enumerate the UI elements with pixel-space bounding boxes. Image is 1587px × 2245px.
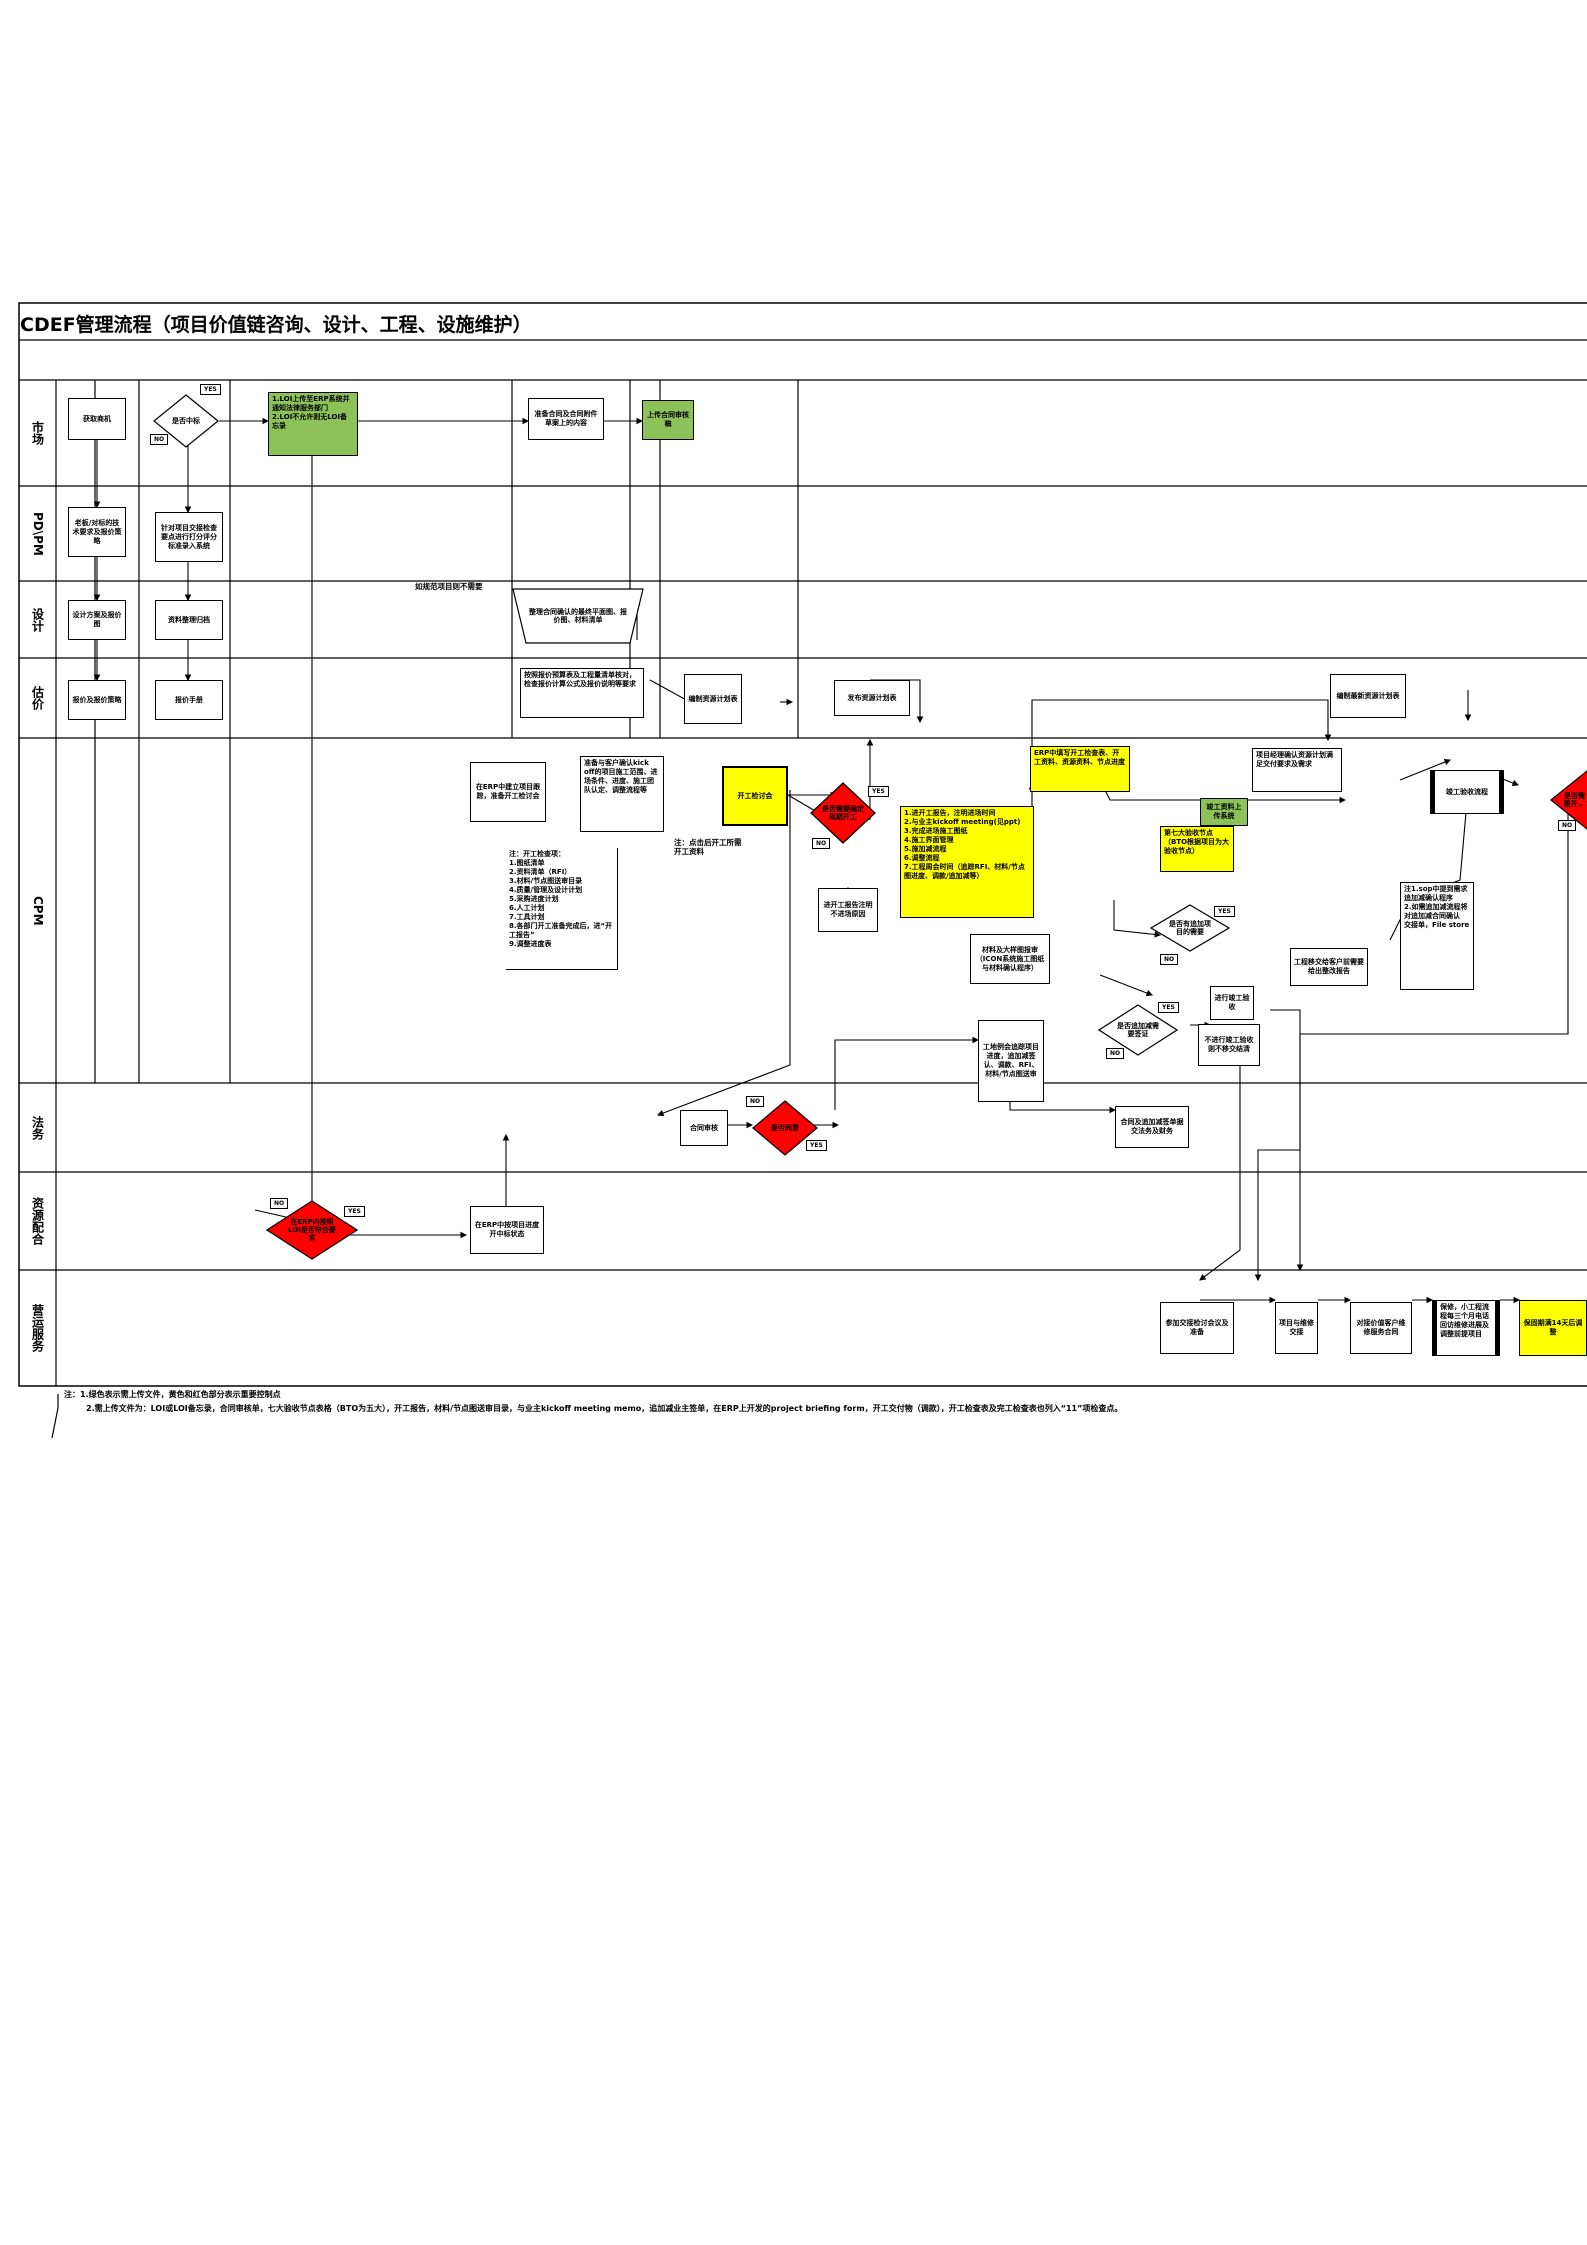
node-latest-resource: 编制最新资源计划表 (1330, 674, 1406, 718)
node-material-approval: 材料及大样图报审（ICON系统施工图纸与材料确认程序） (970, 934, 1050, 984)
decision-win-bid: 是否中标 (153, 394, 219, 448)
tag-no: NO (746, 1096, 765, 1107)
lane-label-pd-pm: PD\PM (31, 511, 45, 556)
decision-additional-project: 是否有追加项目的需要 (1150, 904, 1230, 952)
node-prepare-contract: 准备合同及合同附件草案上的内容 (528, 398, 604, 440)
decision-need-open: 是否需要开... (1550, 770, 1587, 830)
lane-label-cpm: CPM (31, 895, 45, 926)
node-archive: 资料整理归档 (155, 600, 223, 640)
node-completion-upload: 竣工资料上传系统 (1200, 798, 1248, 826)
node-seventh-acceptance: 第七大验收节点（BTO根据项目为大验收节点） (1160, 826, 1234, 872)
node-erp-project-tracking: 在ERP中建立项目跟踪，准备开工检讨会 (470, 762, 546, 822)
tag-yes: YES (1214, 906, 1235, 917)
node-get-opportunity: 获取商机 (68, 398, 126, 440)
footnote-line-1: 注：1.绿色表示需上传文件，黄色和红色部分表示重要控制点 (64, 1390, 281, 1399)
lane-label-resource: 资源配合 (30, 1197, 45, 1245)
node-site-meeting: 工地例会追踪项目进度，追加减签认、调款、RFI、材料/节点图送审 (978, 1020, 1044, 1102)
node-handover-scoring: 针对项目交接检查要点进行打分评分标准录入系统 (155, 512, 223, 562)
decision-agree: 是否同意 (752, 1100, 818, 1156)
note-standard-project: 如规范项目则不需要 (415, 582, 483, 591)
lane-label-legal: 法务 (30, 1115, 45, 1140)
node-compile-resource: 编制资源计划表 (684, 674, 742, 724)
node-do-completion: 进行竣工验收 (1210, 986, 1254, 1020)
lane-label-design: 设计 (30, 607, 45, 632)
tag-no: NO (1558, 820, 1577, 831)
node-publish-resource: 发布资源计划表 (834, 680, 910, 716)
decision-addition-visa: 是否追加减需要签证 (1098, 1004, 1178, 1056)
node-upload-contract: 上传合同审核稿 (642, 400, 694, 440)
lane-label-operations: 营运服务 (30, 1304, 45, 1352)
page-title: CDEF管理流程（项目价值链咨询、设计、工程、设施维护） (20, 314, 532, 336)
tag-no: NO (150, 434, 169, 445)
tag-yes: YES (868, 786, 889, 797)
node-erp-kickoff-check: ERP中填写开工检查表、开工资料、资源资料、节点进度 (1030, 746, 1130, 792)
tag-yes: YES (806, 1140, 827, 1151)
node-no-entry-reason: 进开工报告注明不进场原因 (818, 888, 878, 932)
node-warranty-followup: 保修，小工程流程每三个月电话回访维修进展及调整前提项目 (1432, 1300, 1500, 1356)
node-loi-upload: 1.LOI上传至ERP系统并通知法律服务部门 2.LOI不允许则无LOI备忘录 (268, 392, 358, 456)
footnote-line-2: 2.需上传文件为：LOI或LOI备忘录，合同审核单，七大验收节点表格（BTO为五… (86, 1404, 1123, 1413)
decision-delay-kickoff: 是否需要确定延期开工 (810, 782, 876, 844)
node-completion-acceptance: 竣工验收流程 (1430, 770, 1504, 814)
node-pm-confirm: 项目经理确认资源计划满足交付要求及需求 (1252, 748, 1342, 792)
node-quote-manual: 报价手册 (155, 680, 223, 720)
tag-no: NO (1160, 954, 1179, 965)
node-project-maintenance: 项目与维修交接 (1275, 1302, 1318, 1354)
tag-no: NO (270, 1198, 289, 1209)
lane-label-estimate: 估价 (30, 686, 45, 710)
node-warranty-expiry: 保固期满14天后调整 (1519, 1300, 1587, 1356)
tag-no: NO (812, 838, 831, 849)
node-tech-requirement: 老板/对标的技术要求及报价策略 (68, 507, 126, 557)
note-kickoff-checklist: 注：开工检查项： 1.图纸清单 2.资料清单（RFI） 3.材料/节点图送审目录… (506, 848, 618, 970)
footnote-bracket (51, 1394, 59, 1439)
tag-yes: YES (200, 384, 221, 395)
node-contract-review: 合同审核 (680, 1110, 728, 1146)
tag-no: NO (1106, 1048, 1125, 1059)
lane-label-market: 市场 (30, 421, 45, 445)
decision-loi-compliance: 在ERP内按照LOI是否符合要求 (266, 1200, 358, 1260)
node-contract-finance: 合同及追加减签单据交法务及财务 (1115, 1106, 1189, 1148)
node-kickoff-scope: 准备与客户确认kick off的项目施工范围、进场条件、进度、施工团队认定、调整… (580, 756, 664, 832)
tag-yes: YES (1158, 1002, 1179, 1013)
node-design-scheme: 设计方案及报价图 (68, 600, 126, 640)
node-handover-meeting: 参加交接检讨会议及准备 (1160, 1302, 1234, 1354)
node-erp-bid-status: 在ERP中按项目进度开中标状态 (470, 1206, 544, 1254)
node-quote-strategy: 报价及报价策略 (68, 680, 126, 720)
node-rectification-report: 工程移交给客户前需要给出整改报告 (1290, 948, 1368, 986)
node-kickoff-review: 开工检讨会 (722, 766, 788, 826)
node-check-budget: 按照报价预算表及工程量清单核对，检查报价计算公式及报价说明等要求 (520, 668, 644, 718)
node-maintenance-contract: 对接价值客户维修服务合同 (1350, 1302, 1412, 1354)
node-kickoff-tasks: 1.进开工报告，注明进场时间 2.与业主kickoff meeting(见ppt… (900, 806, 1034, 918)
tag-yes: YES (344, 1206, 365, 1217)
node-final-drawings: 整理合同确认的最终平面图、报价图、材料清单 (512, 588, 644, 644)
note-addition-process: 注1.sop中提到需求追加减确认程序 2.如需追加减流程将对追加减合同确认 交接… (1400, 882, 1474, 990)
node-no-completion: 不进行竣工验收则不移交结清 (1198, 1024, 1260, 1066)
note-kickoff-material: 注：点击后开工所需开工资料 (674, 838, 742, 856)
